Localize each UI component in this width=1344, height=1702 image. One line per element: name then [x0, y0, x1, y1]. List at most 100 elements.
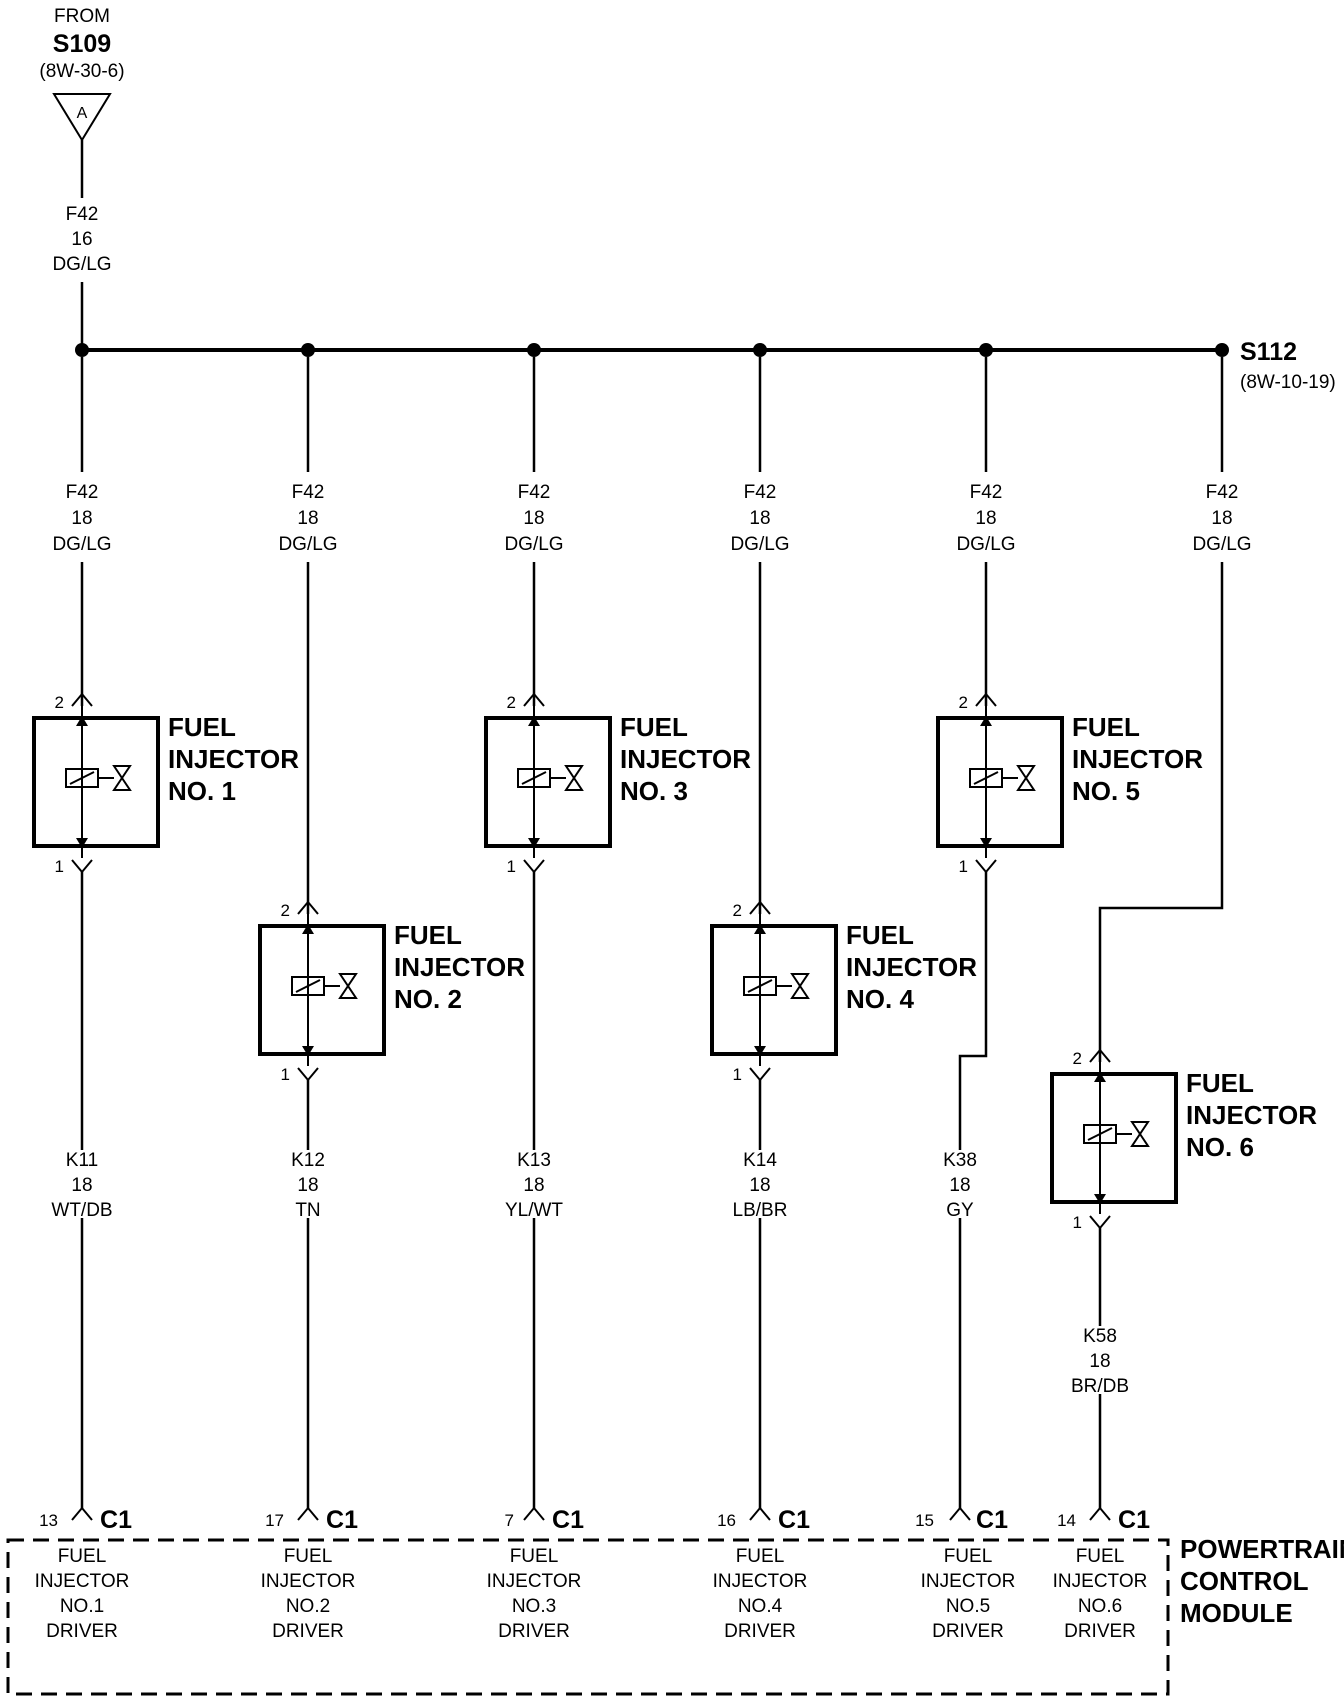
svg-text:MODULE: MODULE [1180, 1598, 1293, 1628]
svg-text:NO.5: NO.5 [946, 1596, 990, 1617]
svg-text:NO.3: NO.3 [512, 1596, 556, 1617]
svg-text:7: 7 [505, 1511, 514, 1530]
svg-text:NO. 4: NO. 4 [846, 984, 914, 1014]
svg-text:C1: C1 [1118, 1506, 1150, 1534]
driver-label-2: K12 18 TN [291, 1150, 325, 1221]
svg-text:2: 2 [55, 693, 64, 712]
svg-text:F42: F42 [292, 482, 325, 503]
svg-text:NO.2: NO.2 [286, 1596, 330, 1617]
svg-text:1: 1 [733, 1065, 742, 1084]
svg-text:INJECTOR: INJECTOR [168, 744, 299, 774]
svg-text:C1: C1 [976, 1506, 1008, 1534]
svg-text:FUEL: FUEL [58, 1546, 107, 1567]
svg-text:18: 18 [297, 1175, 318, 1196]
svg-text:YL/WT: YL/WT [505, 1200, 563, 1221]
svg-text:FUEL: FUEL [510, 1546, 559, 1567]
svg-text:GY: GY [946, 1200, 974, 1221]
svg-text:NO. 5: NO. 5 [1072, 776, 1140, 806]
pcm-pin-1: 13 C1 FUEL INJECTOR NO.1 DRIVER [35, 1506, 132, 1642]
svg-text:2: 2 [959, 693, 968, 712]
svg-text:18: 18 [523, 508, 544, 529]
svg-text:FUEL: FUEL [944, 1546, 993, 1567]
branch-label-5: F42 18 DG/LG [956, 482, 1015, 555]
svg-text:NO. 3: NO. 3 [620, 776, 688, 806]
svg-text:WT/DB: WT/DB [51, 1200, 112, 1221]
feed-color: DG/LG [52, 254, 111, 275]
feed-gauge: 16 [71, 229, 92, 250]
pcm-pin-2: 17 C1 FUEL INJECTOR NO.2 DRIVER [261, 1506, 358, 1642]
fuel-injector-3: 2 1 FUEL INJECTOR NO. 3 [484, 692, 751, 876]
svg-text:1: 1 [507, 857, 516, 876]
splice-s112-label: S112 [1240, 338, 1297, 366]
branch-label-1: F42 18 DG/LG [52, 482, 111, 555]
svg-text:14: 14 [1057, 1511, 1076, 1530]
svg-text:DRIVER: DRIVER [498, 1621, 570, 1642]
svg-text:FUEL: FUEL [168, 712, 236, 742]
splice-s109-label: S109 [53, 30, 111, 58]
svg-text:K14: K14 [743, 1150, 777, 1171]
svg-text:K13: K13 [517, 1150, 551, 1171]
splice-node-s112 [1215, 343, 1229, 357]
svg-text:INJECTOR: INJECTOR [846, 952, 977, 982]
svg-text:INJECTOR: INJECTOR [1186, 1100, 1317, 1130]
svg-text:18: 18 [749, 1175, 770, 1196]
svg-text:DRIVER: DRIVER [46, 1621, 118, 1642]
svg-text:18: 18 [523, 1175, 544, 1196]
driver-label-3: K13 18 YL/WT [505, 1150, 563, 1221]
pcm-pin-4: 16 C1 FUEL INJECTOR NO.4 DRIVER [713, 1506, 810, 1642]
svg-text:DG/LG: DG/LG [278, 534, 337, 555]
svg-text:FUEL: FUEL [620, 712, 688, 742]
pcm-pin-3: 7 C1 FUEL INJECTOR NO.3 DRIVER [487, 1506, 584, 1642]
svg-text:NO. 2: NO. 2 [394, 984, 462, 1014]
svg-text:13: 13 [39, 1511, 58, 1530]
svg-text:1: 1 [1073, 1213, 1082, 1232]
fuel-injector-6: 2 1 FUEL INJECTOR NO. 6 [1050, 1048, 1317, 1232]
driver-label-1: K11 18 WT/DB [51, 1150, 112, 1221]
svg-text:DG/LG: DG/LG [504, 534, 563, 555]
svg-text:DRIVER: DRIVER [724, 1621, 796, 1642]
svg-text:K38: K38 [943, 1150, 977, 1171]
branch-wires-upper [80, 357, 1224, 472]
svg-text:FUEL: FUEL [846, 920, 914, 950]
svg-text:C1: C1 [552, 1506, 584, 1534]
svg-text:FUEL: FUEL [1076, 1546, 1125, 1567]
driver-wires [80, 872, 1102, 1508]
splice-node-1 [75, 343, 89, 357]
svg-text:C1: C1 [326, 1506, 358, 1534]
svg-text:15: 15 [915, 1511, 934, 1530]
svg-text:NO.1: NO.1 [60, 1596, 104, 1617]
splice-node-2 [301, 343, 315, 357]
svg-text:NO. 1: NO. 1 [168, 776, 236, 806]
svg-text:NO.6: NO.6 [1078, 1596, 1122, 1617]
svg-text:18: 18 [949, 1175, 970, 1196]
svg-text:FUEL: FUEL [284, 1546, 333, 1567]
branch-label-6: F42 18 DG/LG [1192, 482, 1251, 555]
svg-text:18: 18 [975, 508, 996, 529]
svg-text:2: 2 [507, 693, 516, 712]
svg-text:INJECTOR: INJECTOR [921, 1571, 1016, 1592]
svg-text:BR/DB: BR/DB [1071, 1376, 1129, 1397]
svg-text:FUEL: FUEL [1072, 712, 1140, 742]
driver-label-4: K14 18 LB/BR [733, 1150, 788, 1221]
svg-text:INJECTOR: INJECTOR [713, 1571, 808, 1592]
fuel-injector-2: 2 1 FUEL INJECTOR NO. 2 [258, 900, 525, 1084]
svg-text:DRIVER: DRIVER [272, 1621, 344, 1642]
svg-text:FUEL: FUEL [394, 920, 462, 950]
svg-text:1: 1 [55, 857, 64, 876]
svg-text:POWERTRAIN: POWERTRAIN [1180, 1534, 1344, 1564]
branch-label-3: F42 18 DG/LG [504, 482, 563, 555]
svg-text:INJECTOR: INJECTOR [35, 1571, 130, 1592]
svg-text:FUEL: FUEL [736, 1546, 785, 1567]
source-s109: FROM S109 (8W-30-6) A [39, 6, 125, 142]
svg-text:INJECTOR: INJECTOR [620, 744, 751, 774]
svg-text:18: 18 [1089, 1351, 1110, 1372]
splice-node-3 [527, 343, 541, 357]
svg-text:1: 1 [281, 1065, 290, 1084]
svg-text:DG/LG: DG/LG [956, 534, 1015, 555]
pcm-module-label: POWERTRAIN CONTROL MODULE [1180, 1534, 1344, 1628]
svg-text:DG/LG: DG/LG [730, 534, 789, 555]
svg-text:DG/LG: DG/LG [52, 534, 111, 555]
svg-text:CONTROL: CONTROL [1180, 1566, 1309, 1596]
svg-text:INJECTOR: INJECTOR [1072, 744, 1203, 774]
svg-text:C1: C1 [100, 1506, 132, 1534]
